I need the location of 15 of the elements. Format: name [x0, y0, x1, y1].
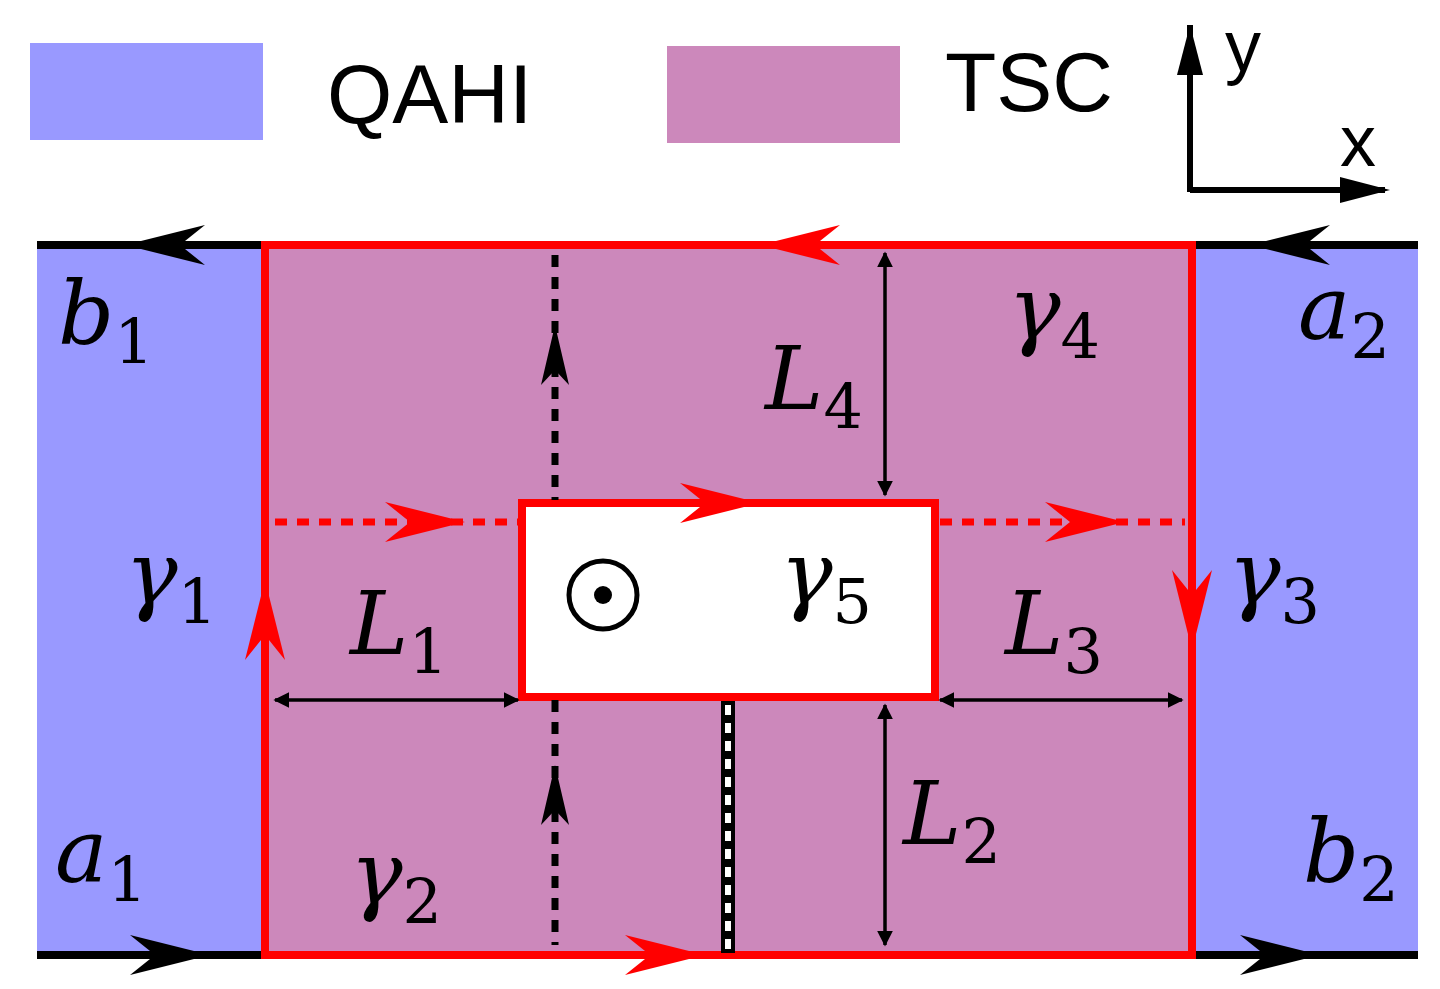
length-label: L$_{2}$ [903, 770, 1001, 873]
boundary-label: γ$_{5}$ [780, 530, 873, 633]
boundary-label: γ$_{3}$ [1228, 530, 1321, 633]
mode-label: b$_{1}$ [58, 270, 154, 373]
axis-label: x [1340, 105, 1376, 177]
length-label: L$_{1}$ [350, 580, 448, 683]
legend-label: TSC [945, 40, 1113, 124]
mode-label: a$_{1}$ [55, 808, 147, 911]
mode-label: b$_{2}$ [1303, 808, 1399, 911]
boundary-label: γ$_{1}$ [125, 530, 218, 633]
mode-label: a$_{2}$ [1298, 265, 1390, 368]
length-label: L$_{3}$ [1005, 580, 1103, 683]
length-label: L$_{4}$ [765, 335, 863, 438]
boundary-label: γ$_{2}$ [350, 830, 443, 933]
boundary-label: γ$_{4}$ [1008, 265, 1101, 368]
